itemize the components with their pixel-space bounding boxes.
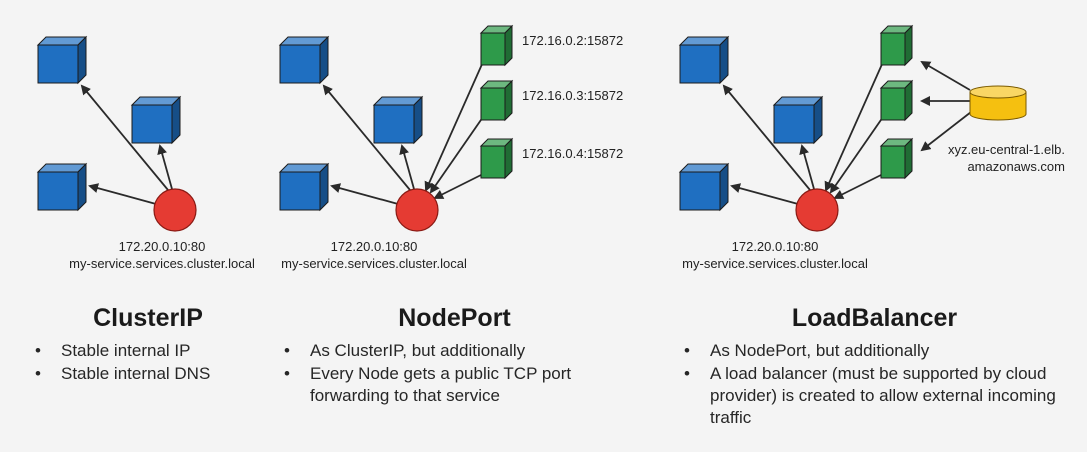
service-dns: my-service.services.cluster.local xyxy=(281,256,467,271)
service-dns: my-service.services.cluster.local xyxy=(682,256,868,271)
service-dns: my-service.services.cluster.local xyxy=(69,256,255,271)
arrow xyxy=(920,60,971,91)
section-title: LoadBalancer xyxy=(791,304,958,332)
service-circle xyxy=(795,188,839,232)
bullet-item: A load balancer (must be supported by cl… xyxy=(682,363,1067,429)
node-port-label: 172.16.0.4:15872 xyxy=(522,146,624,161)
node-box xyxy=(879,137,914,180)
section-title: NodePort xyxy=(398,304,511,332)
pod-cube xyxy=(372,95,424,145)
service-ip: 172.20.0.10:80 xyxy=(731,239,819,254)
pod-cube xyxy=(278,35,330,85)
arrow xyxy=(429,116,484,194)
pod-cube xyxy=(678,162,730,212)
bullet-item: As NodePort, but additionally xyxy=(682,340,1067,362)
bullet-item: Stable internal IP xyxy=(33,340,263,362)
clusterip-service-label: 172.20.0.10:80 my-service.services.clust… xyxy=(47,238,277,272)
service-circle xyxy=(395,188,439,232)
node-box xyxy=(479,79,514,122)
loadbalancer-section: LoadBalancer As NodePort, but additional… xyxy=(682,302,1067,430)
arrow xyxy=(424,61,484,192)
arrow xyxy=(88,183,157,205)
bullet-item: Stable internal DNS xyxy=(33,363,263,385)
nodeport-service-label: 172.20.0.10:80 my-service.services.clust… xyxy=(259,238,489,272)
arrow xyxy=(322,84,411,191)
service-ip: 172.20.0.10:80 xyxy=(330,239,418,254)
bullet-list: As NodePort, but additionally A load bal… xyxy=(682,340,1067,429)
arrow xyxy=(920,111,972,152)
arrow xyxy=(399,144,415,190)
pod-cube xyxy=(130,95,182,145)
node-box xyxy=(879,79,914,122)
clusterip-section: ClusterIP Stable internal IP Stable inte… xyxy=(33,302,263,386)
service-ip: 172.20.0.10:80 xyxy=(118,239,206,254)
section-title: ClusterIP xyxy=(93,304,203,332)
node-port-label: 172.16.0.3:15872 xyxy=(522,88,624,103)
arrow xyxy=(433,173,484,199)
arrow xyxy=(730,183,799,205)
node-box xyxy=(479,137,514,180)
bullet-list: As ClusterIP, but additionally Every Nod… xyxy=(282,340,627,407)
node-port-label: 172.16.0.2:15872 xyxy=(522,33,624,48)
arrow xyxy=(80,84,169,191)
node-box xyxy=(479,24,514,67)
load-balancer-dns-label: xyz.eu-central-1.elb. amazonaws.com xyxy=(947,142,1065,174)
service-circle xyxy=(153,188,197,232)
arrow xyxy=(829,116,884,194)
arrow xyxy=(833,173,884,199)
bullet-item: Every Node gets a public TCP port forwar… xyxy=(282,363,627,407)
loadbalancer-service-label: 172.20.0.10:80 my-service.services.clust… xyxy=(660,238,890,272)
node-box xyxy=(879,24,914,67)
arrow xyxy=(157,144,173,190)
bullet-list: Stable internal IP Stable internal DNS xyxy=(33,340,263,385)
arrow xyxy=(799,144,815,190)
pod-cube xyxy=(278,162,330,212)
load-balancer-cylinder xyxy=(969,85,1027,121)
pod-cube xyxy=(36,162,88,212)
pod-cube xyxy=(772,95,824,145)
arrow xyxy=(722,84,811,191)
nodeport-section: NodePort As ClusterIP, but additionally … xyxy=(282,302,627,408)
pod-cube xyxy=(678,35,730,85)
pod-cube xyxy=(36,35,88,85)
arrow xyxy=(824,61,884,192)
arrow xyxy=(330,183,399,205)
bullet-item: As ClusterIP, but additionally xyxy=(282,340,627,362)
